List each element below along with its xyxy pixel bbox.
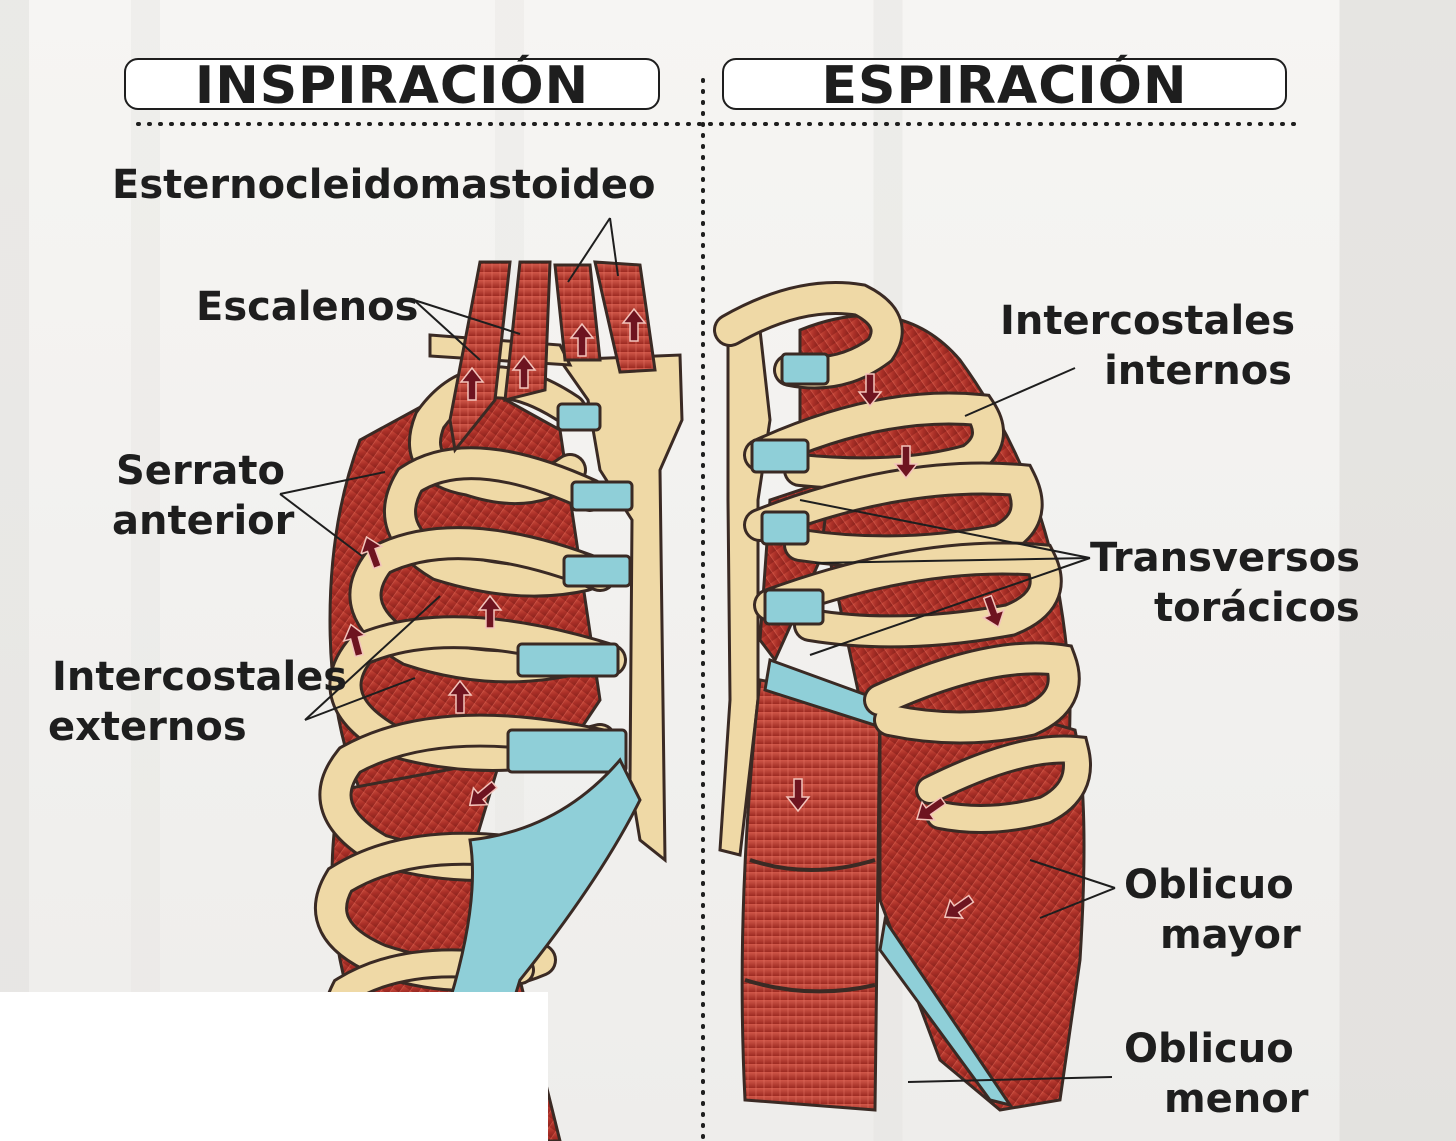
label-escalenos: Escalenos (196, 284, 419, 330)
label-transversos-line2: torácicos (1154, 585, 1360, 631)
expiration-header: ESPIRACIÓN (722, 56, 1287, 116)
label-intercostales-internos-line1: Intercostales (1000, 298, 1296, 344)
label-intercostales-internos-line2: internos (1104, 348, 1292, 394)
inspiration-title: INSPIRACIÓN (194, 56, 590, 116)
label-oblicuo-menor-line2: menor (1164, 1076, 1309, 1122)
expiration-ribcage (713, 281, 1116, 1112)
label-intercostales-externos-line1: Intercostales (52, 654, 348, 700)
label-oblicuo-mayor-line2: mayor (1160, 912, 1301, 958)
label-serrato-line2: anterior (112, 498, 295, 544)
label-transversos-line1: Transversos (1090, 535, 1360, 581)
blank-patch (0, 992, 548, 1141)
expiration-title: ESPIRACIÓN (821, 56, 1188, 116)
label-esternocleidomastoideo: Esternocleidomastoideo (112, 162, 656, 208)
label-oblicuo-menor-line1: Oblicuo (1124, 1026, 1294, 1072)
label-serrato-line1: Serrato (116, 448, 285, 494)
label-oblicuo-mayor-line1: Oblicuo (1124, 862, 1294, 908)
inspiration-ribcage (279, 217, 684, 1141)
inspiration-header: INSPIRACIÓN (124, 56, 660, 116)
label-intercostales-externos-line2: externos (48, 704, 247, 750)
